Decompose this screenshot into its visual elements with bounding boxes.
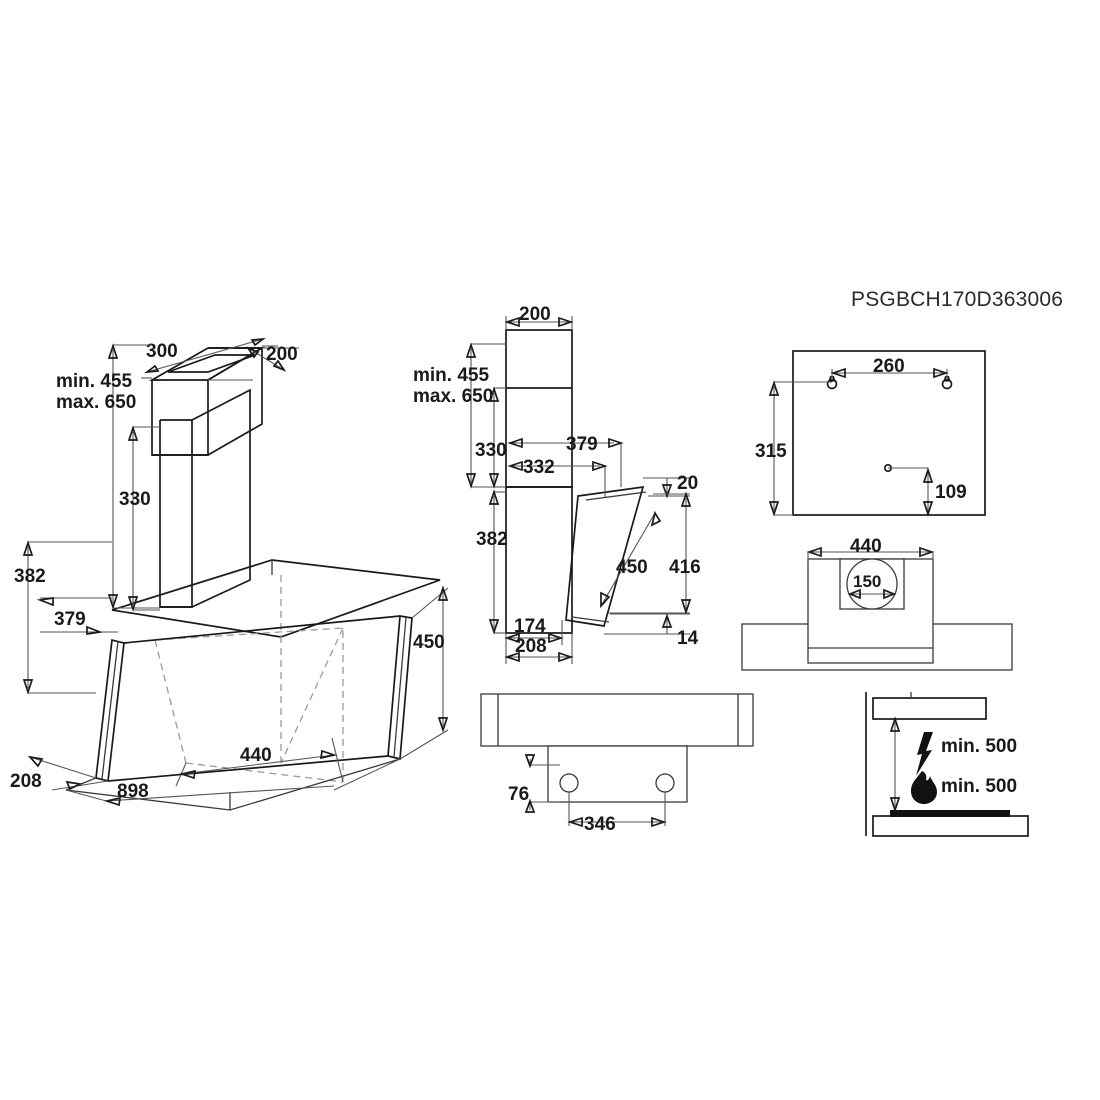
- wall-dim-315: 315: [755, 380, 832, 517]
- clearance-arrow: [889, 716, 901, 813]
- side-body: [505, 486, 573, 634]
- side-dim-max650-label: max. 650: [413, 386, 493, 407]
- iso-dim-382: 382: [14, 540, 112, 695]
- side-dim-332-label: 332: [523, 457, 555, 478]
- iso-dim-200: 200: [208, 344, 299, 381]
- gas-clearance-label: min. 500: [941, 776, 1017, 797]
- keyhole-left: [826, 376, 838, 390]
- wall-dim-260-label: 260: [873, 356, 905, 377]
- plate-dim-346-label: 346: [584, 814, 616, 835]
- iso-dim-898: 898: [65, 758, 401, 807]
- keyhole-right: [941, 376, 953, 390]
- flame-icon: [911, 771, 937, 804]
- iso-dim-minmax: min. 455 max. 650: [56, 343, 160, 610]
- side-dim-330: 330: [475, 386, 507, 489]
- plate-dim-76: 76: [508, 754, 560, 813]
- canopy-hidden-lines: [154, 575, 344, 783]
- iso-dim-300: 300: [141, 337, 278, 379]
- side-dim-382-label: 382: [476, 529, 508, 550]
- mount-hole-right: [655, 773, 675, 793]
- duct-dim-440: 440: [806, 536, 935, 562]
- wall-template-view: 260 315 109: [755, 350, 986, 517]
- iso-dim-450: 450: [399, 585, 449, 760]
- wall-dim-260: 260: [830, 356, 949, 379]
- iso-dim-300-label: 300: [146, 341, 178, 362]
- side-dim-minmax: min. 455 max. 650: [413, 342, 506, 489]
- side-dim-379: 379: [507, 434, 624, 487]
- clearance-hob-top: [890, 810, 1010, 817]
- clearance-hood: [872, 697, 987, 720]
- duct-dim-150-label: 150: [853, 572, 881, 591]
- iso-dim-208-label: 208: [10, 771, 42, 792]
- clearance-hob: [872, 815, 1029, 837]
- side-dim-14: 14: [604, 613, 699, 649]
- wall-dim-109-label: 109: [935, 482, 967, 503]
- iso-dim-330-label: 330: [119, 489, 151, 510]
- side-dim-20-label: 20: [677, 473, 698, 494]
- side-dim-174-label: 174: [514, 616, 546, 637]
- side-dim-min455-label: min. 455: [413, 365, 489, 386]
- side-dim-450-label: 450: [616, 557, 648, 578]
- duct-dim-150: 150: [847, 572, 897, 600]
- wall-dim-315-label: 315: [755, 441, 787, 462]
- side-dim-450: 450: [600, 510, 662, 609]
- wall-template-outline: [792, 350, 986, 516]
- isometric-hood-view: 300 200 min. 455 max. 650: [10, 337, 449, 811]
- electric-clearance-label: min. 500: [941, 736, 1017, 757]
- side-dim-20: 20: [643, 473, 698, 499]
- side-dim-382: 382: [476, 489, 508, 635]
- lightning-bolt-icon: [916, 732, 933, 776]
- side-dim-332: 332: [507, 457, 608, 497]
- mount-bar: [480, 693, 754, 747]
- side-section-view: 200 min. 455 max. 650 330: [413, 304, 701, 664]
- side-glass-panel: [565, 485, 647, 627]
- duct-outlet-view: 440 150: [741, 536, 1013, 671]
- plate-dim-76-label: 76: [508, 784, 529, 805]
- side-dim-416-label: 416: [669, 557, 701, 578]
- side-dim-200-label: 200: [519, 304, 551, 325]
- side-dim-416: 416: [608, 491, 701, 615]
- iso-dim-208: 208: [10, 755, 109, 792]
- side-dim-208-label: 208: [515, 636, 547, 657]
- side-dim-14-label: 14: [677, 628, 699, 649]
- duct-dim-440-label: 440: [850, 536, 882, 557]
- part-number-label: PSGBCH170D363006: [851, 288, 1063, 311]
- side-dim-174: 174: [504, 616, 564, 645]
- iso-dim-382-label: 382: [14, 566, 46, 587]
- side-dim-330-label: 330: [475, 440, 507, 461]
- clearance-view: min. 500 min. 500: [865, 692, 1029, 837]
- chimney-lower: [159, 388, 251, 608]
- iso-dim-200-label: 200: [266, 344, 298, 365]
- plate-dim-346: 346: [567, 792, 667, 835]
- side-dim-208: 208: [504, 633, 574, 664]
- canopy-top: [111, 559, 441, 638]
- iso-dim-379-label: 379: [54, 609, 86, 630]
- chimney-upper: [148, 346, 266, 456]
- mount-plate-view: 76 346: [480, 693, 754, 835]
- iso-dim-450-label: 450: [413, 632, 445, 653]
- iso-dim-330: 330: [119, 425, 160, 612]
- side-dim-200: 200: [504, 304, 574, 330]
- iso-dim-440: 440: [175, 737, 344, 787]
- iso-dim-379: 379: [36, 597, 118, 635]
- side-dim-379-label: 379: [566, 434, 598, 455]
- mount-hole-left: [559, 773, 579, 793]
- iso-dim-min455-label: min. 455: [56, 371, 132, 392]
- iso-dim-440-label: 440: [240, 745, 272, 766]
- iso-dim-898-label: 898: [117, 781, 149, 802]
- wall-dim-109: 109: [888, 467, 967, 517]
- iso-dim-max650-label: max. 650: [56, 392, 136, 413]
